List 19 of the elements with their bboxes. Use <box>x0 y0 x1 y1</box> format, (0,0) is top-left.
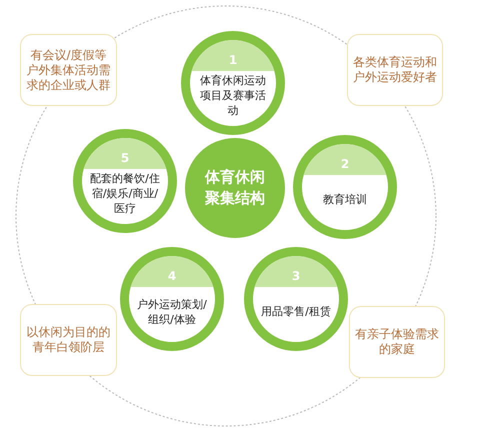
audience-text: 有会议/度假等户外集体活动需求的企业或人群 <box>26 48 112 92</box>
segment-text: 配套的餐饮/住宿/娱乐/商业/医疗 <box>89 171 161 216</box>
audience-box <box>20 34 117 106</box>
number-label: 4 <box>168 268 176 285</box>
segment-text: 体育休闲运动项目及赛事活动 <box>198 73 267 118</box>
audience-box <box>347 34 443 106</box>
segment-text: 用品零售/租赁 <box>261 304 331 320</box>
segment-text: 教育培训 <box>322 192 367 208</box>
audience-text: 各类体育运动和户外运动爱好者 <box>352 55 438 85</box>
audience-box <box>349 306 445 378</box>
audience-text: 有亲子体验需求的家庭 <box>354 327 440 357</box>
number-label: 5 <box>120 150 130 167</box>
audience-box <box>20 304 117 376</box>
center-title: 体育休闲聚集结构 <box>205 167 265 209</box>
segment-text: 户外运动策划/组织/体验 <box>136 296 208 327</box>
number-label: 2 <box>340 156 350 173</box>
audience-text: 以休闲为目的的青年白领阶层 <box>26 325 112 355</box>
number-label: 3 <box>292 268 300 285</box>
number-label: 1 <box>228 52 238 69</box>
